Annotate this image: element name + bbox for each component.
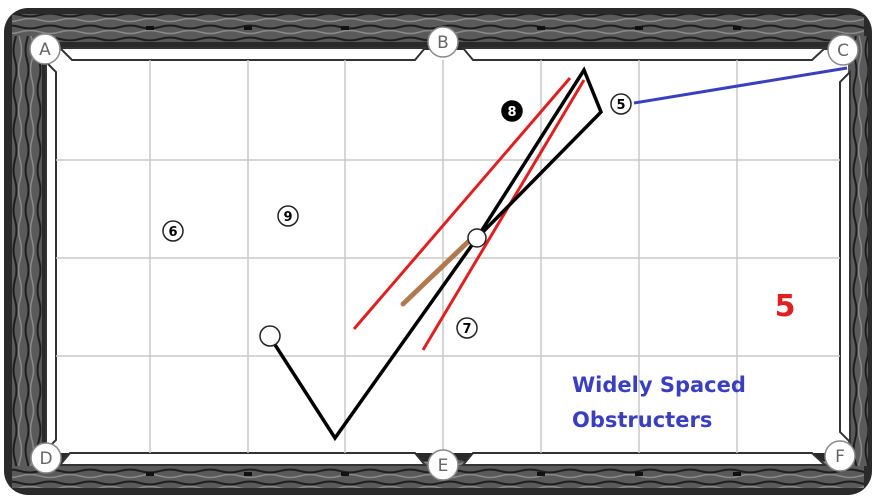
ball-8-number: 8 <box>507 105 516 120</box>
ball-9: 9 <box>277 205 299 227</box>
caption-line-2: Obstructers <box>572 408 712 432</box>
rail-right-wood <box>848 36 868 466</box>
ball-5-number: 5 <box>616 98 625 113</box>
pocket-f: F <box>824 440 856 472</box>
pocket-d: D <box>30 442 62 474</box>
rail-diamonds <box>146 26 741 476</box>
cue-ball-path <box>268 66 604 442</box>
caption-line-1: Widely Spaced <box>572 373 746 397</box>
ball-6: 6 <box>162 220 184 242</box>
pocket-c: C <box>827 34 859 66</box>
pocket-a: A <box>29 33 61 65</box>
ball-8: 8 <box>501 100 523 122</box>
ball-7: 7 <box>456 317 478 339</box>
pocket-c-label: C <box>837 41 849 61</box>
cue-ball-start <box>259 325 281 347</box>
pocket-d-label: D <box>39 449 52 469</box>
pocket-e-label: E <box>438 456 449 476</box>
ball-6-number: 6 <box>168 225 177 240</box>
cue-ball-contact <box>467 228 487 248</box>
cushion-right <box>839 69 851 445</box>
object-ball-path <box>633 66 848 105</box>
cue-stick <box>400 237 473 307</box>
ball-5: 5 <box>610 93 632 115</box>
ball-9-number: 9 <box>283 210 292 225</box>
cushion-top-right <box>460 47 828 61</box>
cushion-bottom-left <box>57 452 428 466</box>
pocket-a-label: A <box>39 40 51 60</box>
pocket-e: E <box>427 449 459 481</box>
diagram-number: 5 <box>775 289 796 324</box>
cushion-left <box>45 59 57 453</box>
aim-line-inner <box>421 79 586 351</box>
pocket-b: B <box>427 26 459 58</box>
pocket-b-label: B <box>437 33 449 53</box>
aim-line-outer <box>352 77 572 330</box>
pocket-f-label: F <box>835 447 845 467</box>
rail-left-wood <box>12 36 42 466</box>
ball-7-number: 7 <box>462 322 471 337</box>
table-felt <box>50 50 848 453</box>
diamond-grid <box>56 60 840 453</box>
cushion-bottom-right <box>460 452 828 466</box>
cushion-top-left <box>57 47 428 61</box>
